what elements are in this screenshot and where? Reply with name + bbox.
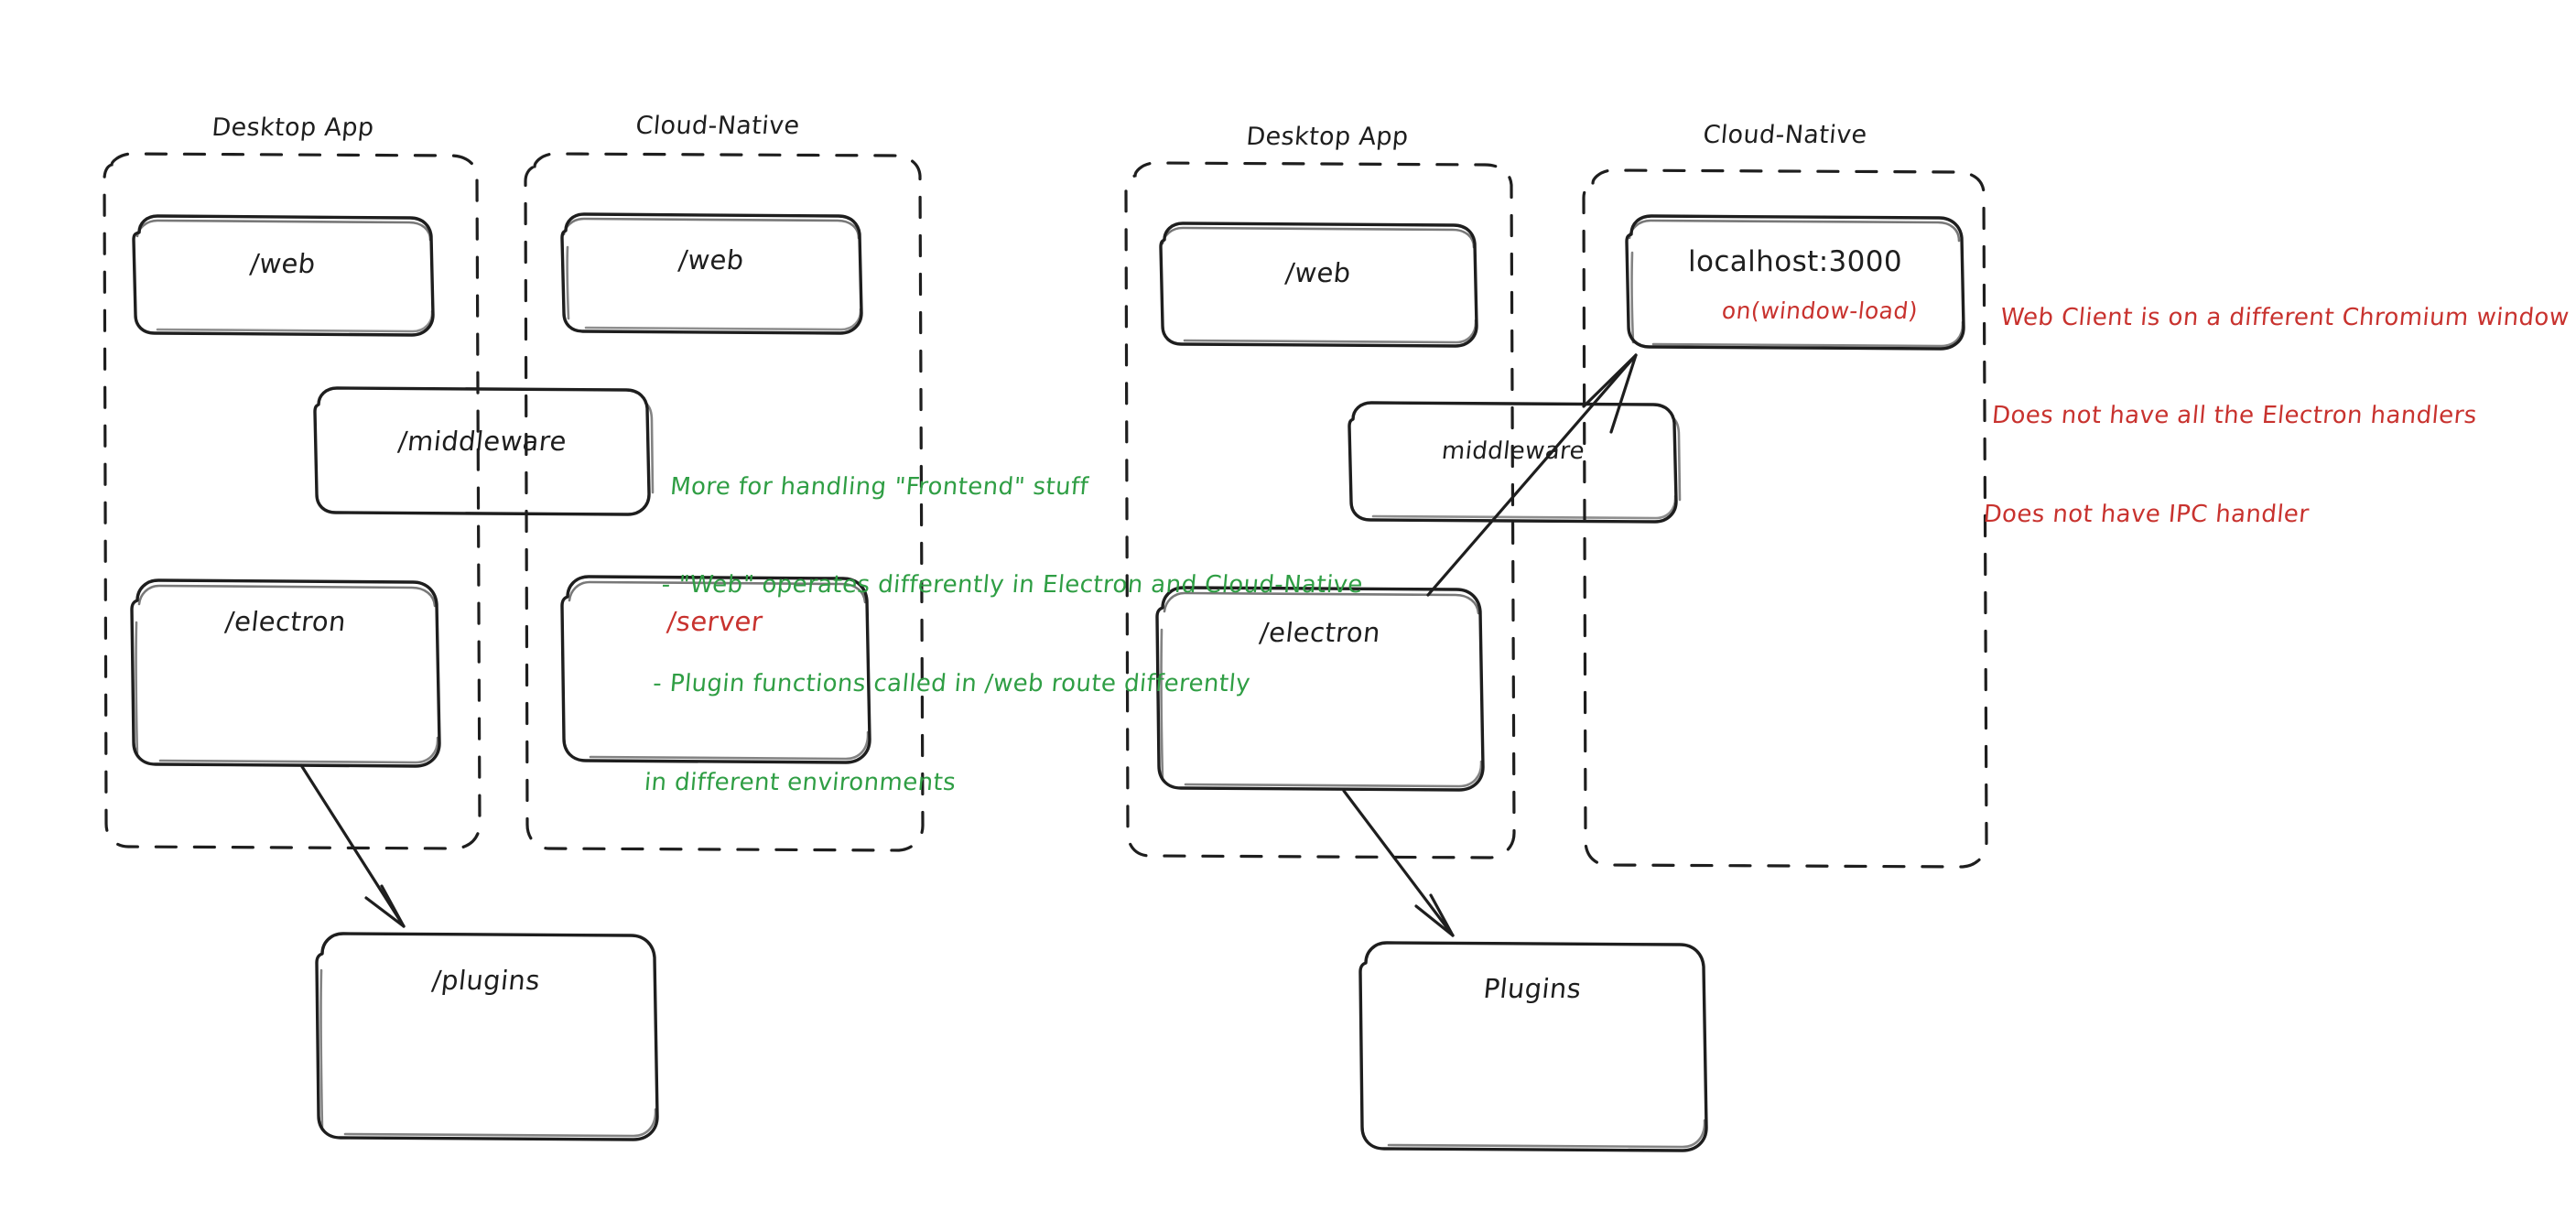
node-label-left-desktop-web: /web xyxy=(248,248,318,279)
node-shape-right-electron xyxy=(1155,586,1485,792)
node-shape-left-cloud-web xyxy=(560,212,863,335)
node-label-right-desktop-web: /web xyxy=(1283,257,1353,288)
node-label-right-electron: /electron xyxy=(1258,617,1382,648)
node-label-right-plugins: Plugins xyxy=(1481,973,1584,1004)
annotation-red-note: Web Client is on a different Chromium wi… xyxy=(1976,236,2576,598)
node-shape-left-server xyxy=(560,575,871,764)
annotation-red-line-2: Does not have all the Electron handlers xyxy=(1990,402,2478,430)
group-border-right-desktop xyxy=(1124,161,1516,859)
node-shape-right-localhost xyxy=(1625,214,1965,351)
annotation-green-line-3: - Plugin functions called in /web route … xyxy=(652,670,1252,697)
node-label-left-cloud-web: /web xyxy=(676,244,746,276)
node-shape-right-middleware xyxy=(1348,401,1682,524)
node-shape-left-middleware xyxy=(313,386,655,516)
group-title-left-cloud: Cloud-Native xyxy=(634,112,801,140)
annotation-red-line-3: Does not have IPC handler xyxy=(1982,501,2311,528)
group-title-left-desktop: Desktop App xyxy=(211,113,375,142)
arrow-right-electron-to-localhost xyxy=(1426,353,1638,597)
group-title-right-cloud: Cloud-Native xyxy=(1702,121,1868,149)
node-label-left-middleware: /middleware xyxy=(396,426,568,457)
node-shape-left-electron xyxy=(130,578,441,768)
arrow-left-electron-to-plugins xyxy=(299,763,406,928)
annotation-red-line-1: Web Client is on a different Chromium wi… xyxy=(1999,303,2571,331)
node-label-right-middleware: middleware xyxy=(1440,438,1586,465)
node-shape-right-plugins xyxy=(1358,941,1708,1152)
node-shape-left-plugins xyxy=(315,932,659,1141)
node-sublabel-right-localhost: on(window-load) xyxy=(1720,297,1920,324)
node-shape-right-desktop-web xyxy=(1159,222,1478,348)
node-shape-left-desktop-web xyxy=(132,214,435,337)
group-title-right-desktop: Desktop App xyxy=(1245,123,1410,151)
group-border-right-cloud xyxy=(1582,168,1988,869)
node-label-right-localhost: localhost:3000 xyxy=(1687,245,1903,278)
annotation-green-line-1: More for handling "Frontend" stuff xyxy=(668,472,1090,501)
arrow-right-electron-to-plugins xyxy=(1342,789,1455,937)
annotation-green-line-4: in different environments xyxy=(643,768,958,796)
node-label-left-electron: /electron xyxy=(223,606,348,637)
annotation-green-line-2: - "Web" operates differently in Electron… xyxy=(660,571,1365,600)
group-border-left-cloud xyxy=(524,152,925,852)
node-label-left-plugins: /plugins xyxy=(430,965,542,996)
group-border-left-desktop xyxy=(103,152,482,850)
